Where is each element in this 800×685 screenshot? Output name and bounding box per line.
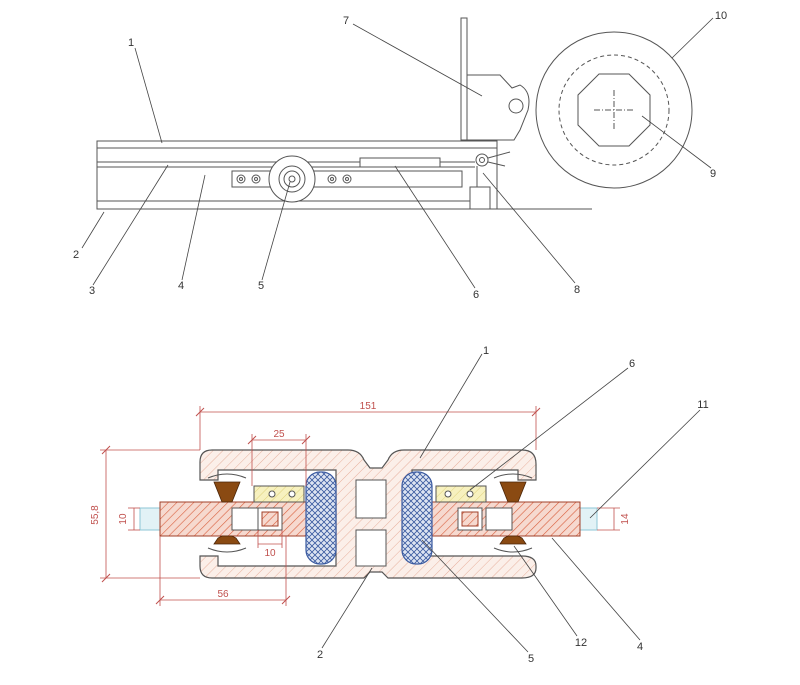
- label-7: 7: [343, 15, 349, 27]
- dim-56: 56: [217, 589, 229, 600]
- sec-label-2: 2: [317, 649, 323, 661]
- disc-10: [535, 31, 693, 189]
- seal-insert-right: [401, 471, 433, 565]
- element-8: [475, 151, 511, 187]
- sec-label-11: 11: [697, 399, 708, 411]
- insert-right-6: [435, 485, 487, 503]
- label-6: 6: [473, 289, 479, 301]
- dim-10-bottom: 10: [264, 548, 276, 559]
- section-view: 151 25 10 56 55,8 10 14: [90, 353, 701, 653]
- dim-151: 151: [360, 401, 377, 412]
- dimension-ticks: [101, 407, 541, 605]
- sec-label-6: 6: [629, 358, 635, 370]
- sec-label-1: 1: [483, 345, 489, 357]
- dim-14: 14: [620, 513, 631, 525]
- label-8: 8: [574, 284, 580, 296]
- label-9: 9: [710, 168, 716, 180]
- leaders-top: [81, 17, 714, 289]
- bracket-pivot: [508, 98, 524, 114]
- insert-left-6: [253, 485, 305, 503]
- section-labels: 1 2 4 5 6 11 12: [317, 345, 709, 665]
- label-10: 10: [715, 10, 727, 22]
- screws: [236, 174, 352, 184]
- sec-label-5: 5: [528, 653, 534, 665]
- dimension-lines: [100, 406, 620, 606]
- dim-10-left: 10: [118, 513, 129, 525]
- wheel-5: [268, 155, 316, 203]
- top-labels: 1 2 3 4 5 6 7 8 9 10: [73, 10, 727, 301]
- sec-label-12: 12: [575, 637, 587, 649]
- dim-25: 25: [273, 429, 285, 440]
- dim-55-8: 55,8: [90, 505, 101, 525]
- center-chamber-bottom: [355, 529, 387, 567]
- label-1: 1: [128, 37, 134, 49]
- gaskets: [213, 481, 527, 545]
- sec-label-4: 4: [637, 641, 643, 653]
- seal-insert-left: [305, 471, 337, 565]
- element-6: [359, 157, 441, 168]
- leaders-section: [321, 353, 701, 653]
- label-4: 4: [178, 280, 184, 292]
- bracket-7: [466, 74, 530, 141]
- rail-slot-4: [231, 170, 463, 188]
- label-2: 2: [73, 249, 79, 261]
- label-5: 5: [258, 280, 264, 292]
- label-3: 3: [89, 285, 95, 297]
- top-view: [81, 17, 714, 289]
- center-chamber-top: [355, 479, 387, 519]
- vertical-plate: [460, 17, 468, 141]
